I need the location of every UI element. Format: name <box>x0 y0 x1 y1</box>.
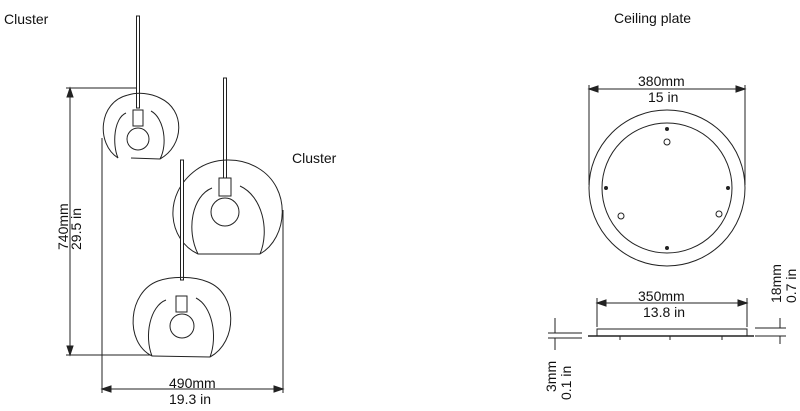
plate-step-dimension <box>548 318 582 350</box>
pendant-bottom-bulb <box>169 313 195 339</box>
pendant-bottom-socket <box>175 295 188 313</box>
plate-outer-ring <box>588 109 746 267</box>
plate-hole <box>726 186 730 190</box>
pendant-middle-rod <box>223 77 227 179</box>
pendant-middle-globe <box>172 159 283 255</box>
plate-step-in: 0.1 in <box>558 366 574 400</box>
pendant-top <box>102 15 180 160</box>
pendant-top-bulb <box>126 127 150 151</box>
pendant-top-globe <box>102 92 180 160</box>
plate-inner-ring <box>601 122 733 254</box>
plate-base-in: 13.8 in <box>643 304 685 320</box>
plate-diameter-dimension <box>587 85 747 185</box>
cluster-height-mm: 740mm <box>55 203 71 250</box>
pendant-top-rod <box>136 15 140 109</box>
ceiling-plate-title: Ceiling plate <box>614 10 691 26</box>
ceiling-plate-top-view <box>588 109 746 267</box>
plate-screw-hole <box>617 212 625 220</box>
cluster-title-top: Cluster <box>4 11 49 27</box>
pendant-middle-socket <box>218 177 232 197</box>
plate-diameter-in: 15 in <box>648 89 678 105</box>
plate-depth-mm: 18mm <box>768 264 784 303</box>
ceiling-plate-side-view <box>588 328 754 340</box>
pendant-bottom-globe <box>132 276 232 358</box>
plate-hole <box>665 246 669 250</box>
cluster-width-dimension <box>100 138 285 393</box>
pendant-middle <box>172 77 283 255</box>
plate-hole <box>665 127 669 131</box>
plate-diameter-mm: 380mm <box>638 73 685 89</box>
pendant-middle-inner-shade <box>191 185 265 255</box>
plate-depth-in: 0.7 in <box>783 269 799 303</box>
cluster-height-in: 29.5 in <box>68 208 84 250</box>
cluster-height-dimension <box>66 86 152 357</box>
pendant-bottom-rod <box>180 159 184 281</box>
pendant-middle-bulb <box>210 197 240 227</box>
plate-base-mm: 350mm <box>638 288 685 304</box>
plate-base-dimension <box>595 298 749 327</box>
plate-depth-dimension <box>755 318 786 344</box>
cluster-title-middle: Cluster <box>292 150 337 166</box>
cluster-width-in: 19.3 in <box>169 391 211 407</box>
plate-screw-hole <box>715 210 723 218</box>
plate-step-mm: 3mm <box>543 361 559 392</box>
cluster-width-mm: 490mm <box>169 375 216 391</box>
plate-hole <box>604 186 608 190</box>
plate-screw-hole <box>663 138 671 146</box>
pendant-bottom-inner-shade <box>148 297 214 358</box>
pendant-bottom <box>132 159 232 358</box>
pendant-top-inner-shade <box>114 110 165 160</box>
pendant-top-socket <box>132 109 144 127</box>
